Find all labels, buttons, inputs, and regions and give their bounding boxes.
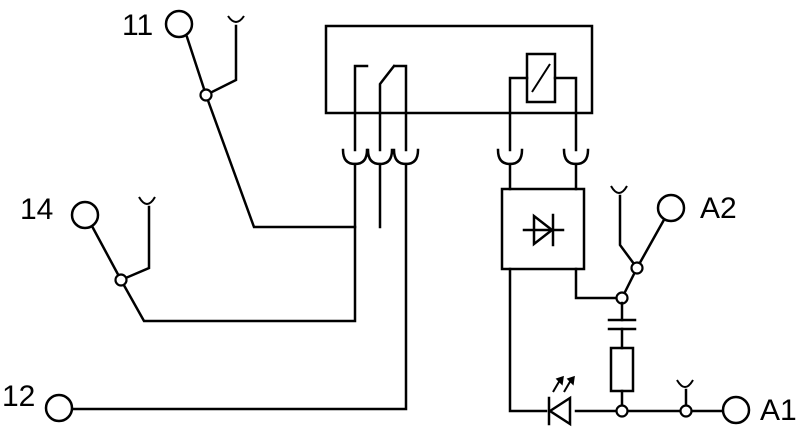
terminal-14-label: 14 bbox=[20, 193, 53, 226]
terminal-11-screw bbox=[164, 9, 194, 39]
rectifier-diode-icon bbox=[522, 213, 565, 247]
relay-coil-symbol bbox=[508, 52, 578, 152]
terminal-a2-screw bbox=[656, 193, 686, 223]
relay-module-box bbox=[324, 24, 594, 115]
rectifier-module bbox=[500, 162, 586, 271]
socket-jaws bbox=[341, 148, 590, 166]
terminal-14-screw bbox=[70, 200, 100, 230]
terminal-a1-screw bbox=[721, 395, 751, 425]
terminal-12-label: 12 bbox=[2, 380, 35, 413]
terminal-a2-wiring bbox=[574, 185, 667, 305]
changeover-contact-symbol bbox=[353, 64, 408, 152]
terminal-a2-label: A2 bbox=[700, 192, 737, 225]
led-indicator-icon bbox=[547, 375, 575, 427]
capacitor-icon bbox=[607, 318, 637, 331]
terminal-12-screw bbox=[44, 393, 74, 423]
terminal-a1-wiring bbox=[508, 267, 725, 418]
terminal-14-wiring bbox=[91, 196, 357, 323]
resistor-icon bbox=[609, 346, 635, 393]
terminal-12-wire bbox=[70, 162, 408, 411]
terminal-11-wiring bbox=[185, 15, 357, 229]
terminal-11-label: 11 bbox=[122, 9, 153, 42]
terminal-a1-label: A1 bbox=[760, 394, 797, 427]
rc-snubber bbox=[607, 301, 637, 407]
